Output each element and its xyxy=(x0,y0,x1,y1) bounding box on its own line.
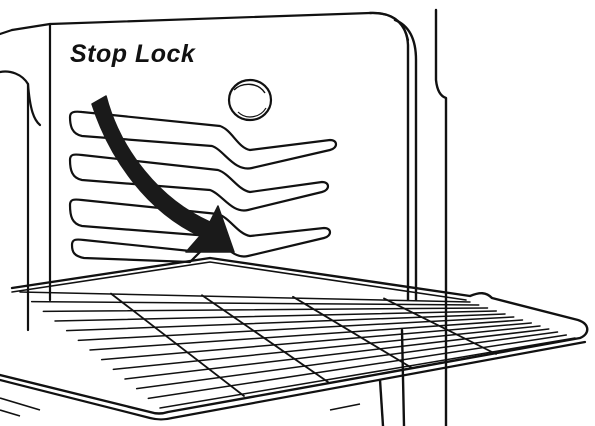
rack-wire xyxy=(160,338,575,408)
rack-cross-wire xyxy=(384,298,496,354)
rack-wire xyxy=(78,317,513,340)
stop-lock-label: Stop Lock xyxy=(70,40,195,69)
rack-support-knob xyxy=(229,80,271,120)
rack-wire xyxy=(55,311,496,321)
oven-floor-lines xyxy=(0,398,360,416)
rack-wire xyxy=(102,323,532,360)
rack-cross-wire xyxy=(202,295,328,382)
oven-rack xyxy=(0,258,587,420)
rack-wire xyxy=(20,292,470,302)
rack-wire xyxy=(43,308,487,311)
rack-wire xyxy=(32,302,479,305)
rack-cross-wire xyxy=(111,294,244,396)
rack-support-slide xyxy=(72,240,200,262)
